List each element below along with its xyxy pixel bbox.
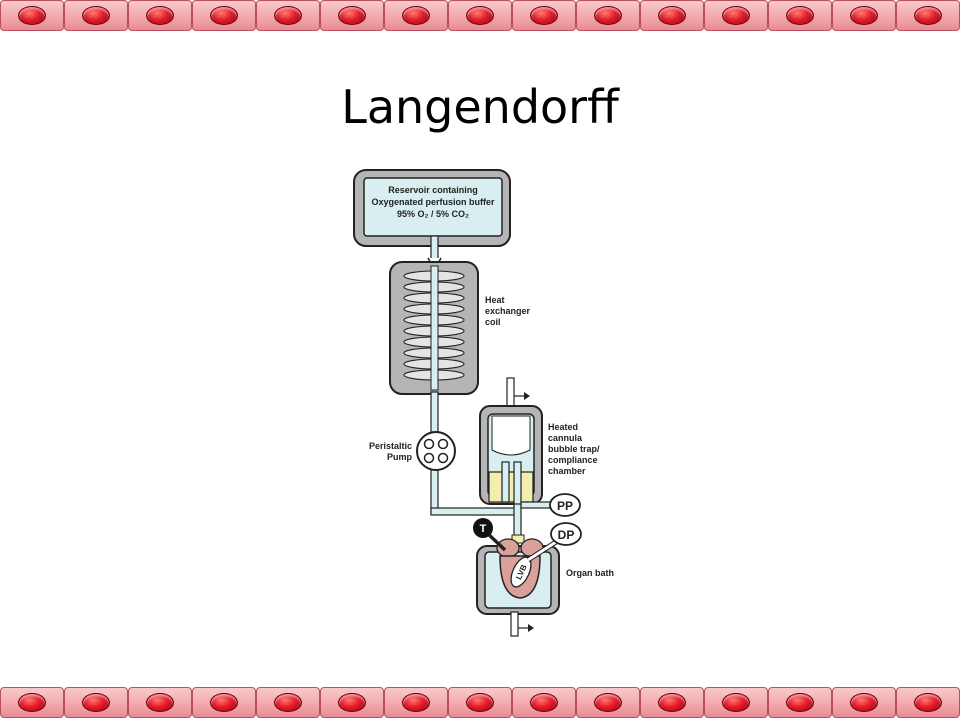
red-oval-icon [82, 693, 110, 712]
border-cell [256, 687, 320, 718]
pp-transducer: PP [549, 493, 581, 517]
border-cell [768, 0, 832, 31]
heat-exchanger-label-2: exchanger [485, 306, 531, 316]
red-oval-icon [530, 6, 558, 25]
red-oval-icon [338, 693, 366, 712]
red-oval-icon [338, 6, 366, 25]
border-cell [896, 687, 960, 718]
red-oval-icon [850, 6, 878, 25]
top-border-strip [0, 0, 960, 33]
pump-label-1: Peristaltic [369, 441, 412, 451]
pp-label: PP [557, 499, 573, 513]
bubble-trap-label-4: compliance [548, 455, 598, 465]
border-cell [0, 687, 64, 718]
border-cell [256, 0, 320, 31]
bubble-trap-label-3: bubble trap/ [548, 444, 600, 454]
border-cell [192, 687, 256, 718]
red-oval-icon [18, 693, 46, 712]
dp-transducer: DP [526, 522, 582, 563]
border-cell [704, 0, 768, 31]
red-oval-icon [658, 693, 686, 712]
red-oval-icon [594, 693, 622, 712]
bubble-trap-label-2: cannula [548, 433, 583, 443]
red-oval-icon [594, 6, 622, 25]
border-cell [512, 0, 576, 31]
bottom-border-strip [0, 687, 960, 720]
pump-label-2: Pump [387, 452, 413, 462]
border-cell [704, 687, 768, 718]
bubble-trap: Heated cannula bubble trap/ compliance c… [479, 377, 600, 507]
border-cell [128, 0, 192, 31]
red-oval-icon [210, 6, 238, 25]
border-cell [128, 687, 192, 718]
red-oval-icon [530, 693, 558, 712]
red-oval-icon [146, 693, 174, 712]
border-cell [576, 0, 640, 31]
red-oval-icon [466, 693, 494, 712]
heart: LVB [496, 538, 544, 599]
heat-exchanger: Heat exchanger coil [389, 261, 531, 395]
red-oval-icon [658, 6, 686, 25]
red-oval-icon [146, 6, 174, 25]
border-cell [640, 687, 704, 718]
red-oval-icon [274, 6, 302, 25]
red-oval-icon [722, 693, 750, 712]
border-cell [320, 0, 384, 31]
reservoir: Reservoir containing Oxygenated perfusio… [353, 169, 511, 247]
border-cell [832, 0, 896, 31]
border-cell [448, 0, 512, 31]
border-cell [384, 0, 448, 31]
organ-bath-label: Organ bath [566, 568, 614, 578]
heat-exchanger-label-3: coil [485, 317, 501, 327]
red-oval-icon [402, 693, 430, 712]
red-oval-icon [18, 6, 46, 25]
red-oval-icon [466, 6, 494, 25]
border-cell [768, 687, 832, 718]
red-oval-icon [82, 6, 110, 25]
border-cell [832, 687, 896, 718]
red-oval-icon [722, 6, 750, 25]
border-cell [448, 687, 512, 718]
t-label: T [480, 523, 487, 535]
red-oval-icon [402, 6, 430, 25]
border-cell [0, 0, 64, 31]
dp-label: DP [558, 528, 575, 542]
t-probe: T [473, 518, 507, 552]
bubble-trap-label-5: chamber [548, 466, 586, 476]
border-cell [384, 687, 448, 718]
reservoir-label-3: 95% O₂ / 5% CO₂ [397, 209, 469, 219]
border-cell [640, 0, 704, 31]
red-oval-icon [274, 693, 302, 712]
slide-title: Langendorff [341, 80, 619, 134]
border-cell [64, 0, 128, 31]
cannula [511, 501, 552, 544]
reservoir-label-1: Reservoir containing [388, 185, 478, 195]
border-cell [896, 0, 960, 31]
border-cell [64, 687, 128, 718]
border-cell [192, 0, 256, 31]
heat-exchanger-label-1: Heat [485, 295, 505, 305]
red-oval-icon [786, 6, 814, 25]
border-cell [320, 687, 384, 718]
red-oval-icon [210, 693, 238, 712]
peristaltic-pump: Peristaltic Pump [369, 431, 456, 471]
red-oval-icon [850, 693, 878, 712]
border-cell [576, 687, 640, 718]
red-oval-icon [914, 6, 942, 25]
reservoir-label-2: Oxygenated perfusion buffer [371, 197, 495, 207]
bubble-trap-label-1: Heated [548, 422, 578, 432]
red-oval-icon [786, 693, 814, 712]
red-oval-icon [914, 693, 942, 712]
border-cell [512, 687, 576, 718]
organ-bath: Organ bath [476, 545, 614, 637]
